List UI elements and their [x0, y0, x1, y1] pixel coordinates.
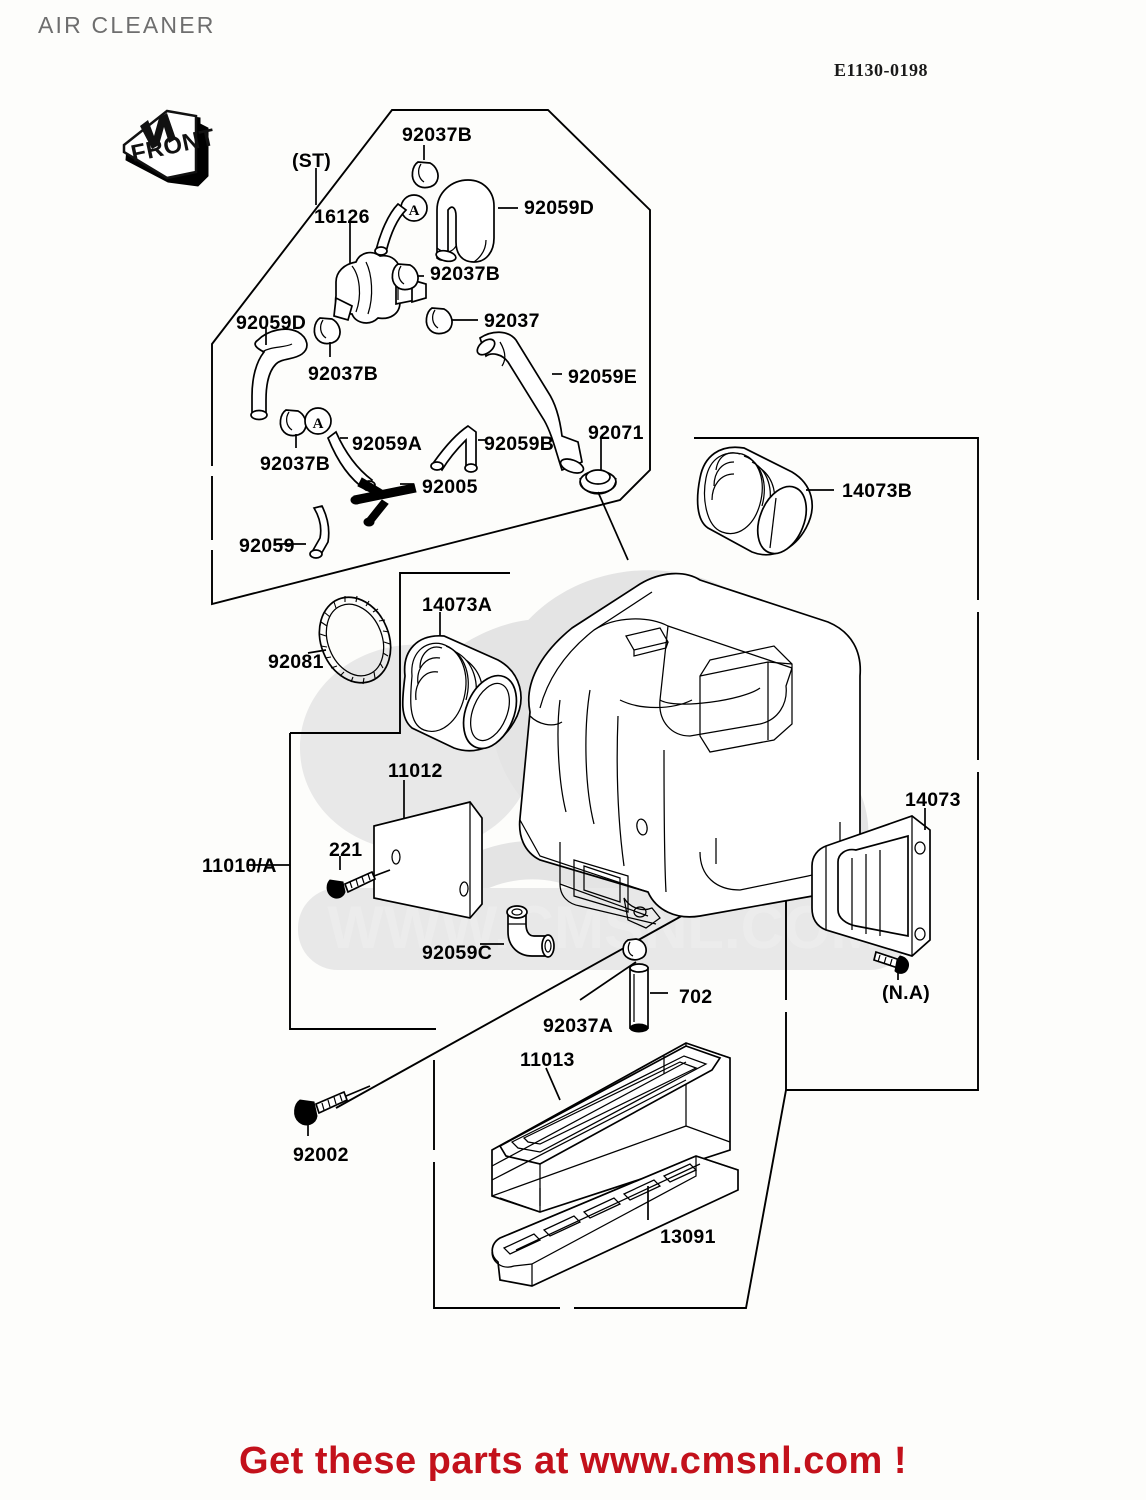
part-221-screw	[326, 856, 391, 899]
page-title: AIR CLEANER	[38, 12, 216, 38]
callout-14073a: 14073A	[422, 594, 493, 616]
frame-11010A	[290, 572, 510, 734]
callout-92002: 92002	[293, 1144, 349, 1166]
callout-92071: 92071	[588, 422, 644, 444]
callout-92059c: 92059C	[422, 942, 493, 964]
svg-text:A: A	[313, 416, 324, 432]
callout-na: (N.A)	[882, 982, 931, 1004]
part-14073B-duct	[696, 446, 834, 556]
callout-13091: 13091	[660, 1226, 716, 1248]
callout-16126: 16126	[314, 206, 370, 228]
part-92037A-clamp	[579, 938, 647, 1001]
callout-11012: 11012	[388, 760, 443, 782]
part-92037B-clamp-4	[279, 409, 307, 448]
footer-promo: Get these parts at www.cmsnl.com !	[238, 1440, 908, 1482]
callout-11013: 11013	[520, 1049, 575, 1071]
callout-92059a: 92059A	[352, 433, 423, 455]
callout-st: (ST)	[292, 150, 332, 172]
callout-92037a: 92037A	[543, 1015, 614, 1037]
callout-92059e: 92059E	[568, 366, 638, 388]
marker-circle-a-1: A	[400, 194, 428, 222]
callout-92059b: 92059B	[484, 433, 555, 455]
diagram-code: E1130-0198	[834, 60, 929, 80]
part-11013-element	[491, 1042, 731, 1213]
callout-92005: 92005	[422, 476, 478, 498]
front-arrow-badge: FRONT	[122, 109, 218, 187]
callout-14073b: 14073B	[842, 480, 913, 502]
part-92059-hose	[276, 505, 330, 559]
svg-text:A: A	[409, 203, 420, 219]
part-92037B-clamp-2	[391, 263, 424, 291]
callout-11010a: 11010/A	[202, 855, 277, 877]
part-92059C-elbow	[480, 905, 555, 958]
part-14073-duct-right	[811, 808, 931, 957]
part-92059B-hose	[430, 424, 486, 473]
callout-14073: 14073	[905, 789, 961, 811]
part-92037B-clamp-3	[313, 317, 341, 357]
part-92005-tee	[350, 477, 417, 527]
part-14073A-duct	[401, 612, 522, 752]
callout-92059d-1: 92059D	[524, 197, 595, 219]
part-11010A-airbox-body	[518, 572, 862, 929]
frame-11010A-left	[289, 733, 436, 1030]
part-11012-cap	[373, 780, 483, 919]
callout-92037b-2: 92037B	[430, 263, 501, 285]
part-hose-short-a-top	[374, 202, 408, 256]
part-92002-bolt	[294, 1085, 371, 1136]
part-92059E-hose	[476, 331, 585, 474]
part-92081-oring	[307, 595, 392, 685]
part-92037-clamp	[425, 307, 478, 335]
callout-702: 702	[679, 986, 713, 1008]
callout-92037b-1: 92037B	[402, 124, 473, 146]
callout-92037b-3: 92037B	[308, 363, 379, 385]
part-13091-holder	[491, 1155, 739, 1287]
frame-lower-group	[433, 858, 787, 1309]
part-92071-grommet	[579, 438, 629, 561]
callout-221: 221	[329, 839, 363, 861]
frame-upper-group	[211, 109, 651, 606]
callout-92037b-4: 92037B	[260, 453, 331, 475]
marker-circle-a-2: A	[304, 407, 332, 435]
part-92059D-hose-top	[435, 179, 518, 263]
callout-92059d-2: 92059D	[236, 312, 307, 334]
callout-92037: 92037	[484, 310, 540, 332]
part-92059D-hose-left	[250, 328, 308, 421]
callout-92081: 92081	[268, 651, 324, 673]
callout-92059: 92059	[239, 535, 295, 557]
part-702-plug	[629, 963, 668, 1033]
part-92037B-clamp-1	[411, 145, 439, 189]
part-NA-screw	[872, 950, 909, 980]
